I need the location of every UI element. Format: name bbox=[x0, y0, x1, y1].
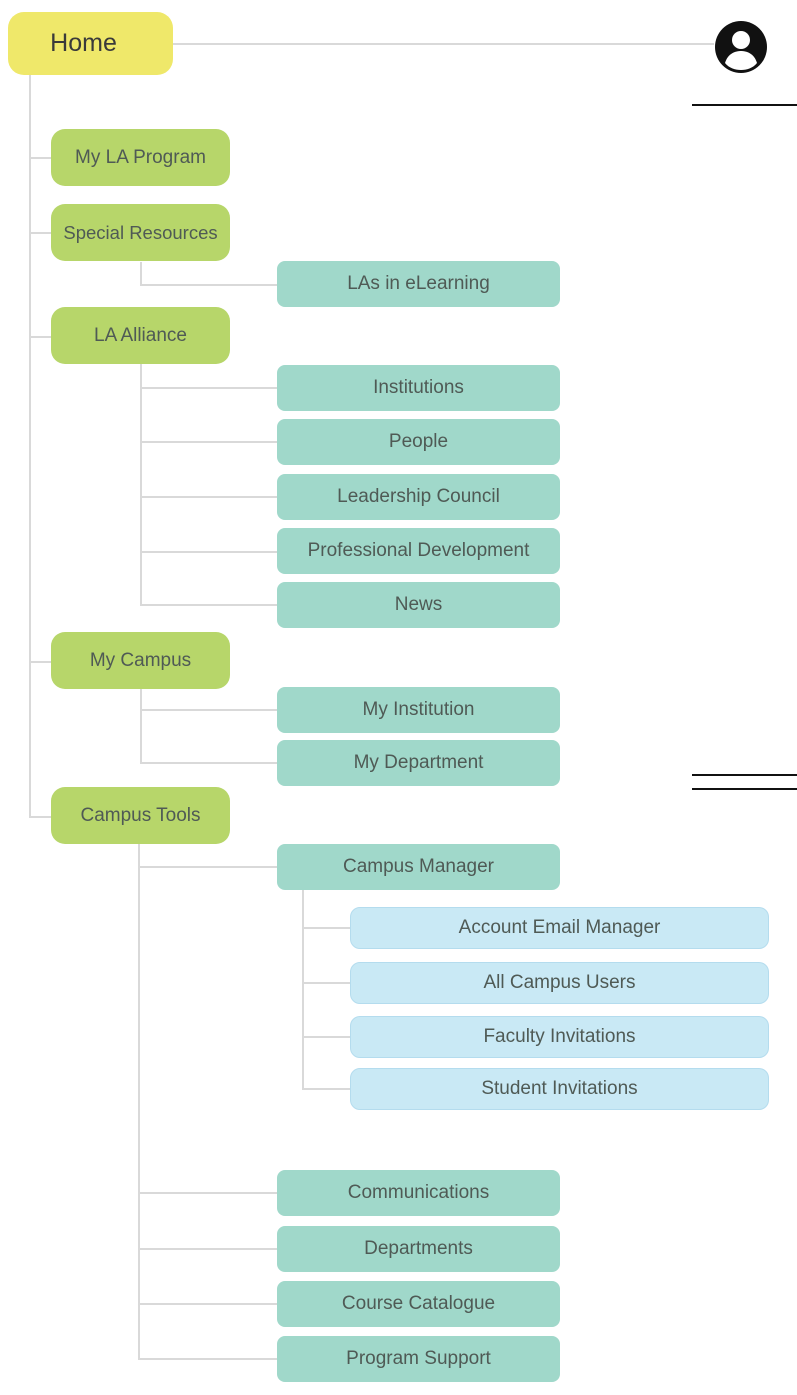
branch-la-alliance bbox=[29, 336, 51, 338]
nav-student-invitations[interactable]: Student Invitations bbox=[350, 1068, 769, 1110]
home-button[interactable]: Home bbox=[8, 12, 173, 75]
nav-people[interactable]: People bbox=[277, 419, 560, 465]
nav-campus-tools[interactable]: Campus Tools bbox=[51, 787, 230, 844]
divider-double-a bbox=[692, 774, 797, 776]
branch-special-resources bbox=[29, 232, 51, 234]
branch-institutions bbox=[140, 387, 277, 389]
nav-account-email-manager[interactable]: Account Email Manager bbox=[350, 907, 769, 949]
branch-faculty-invitations bbox=[302, 1036, 350, 1038]
branch-professional-development bbox=[140, 551, 277, 553]
nav-leadership-council[interactable]: Leadership Council bbox=[277, 474, 560, 520]
nav-professional-development[interactable]: Professional Development bbox=[277, 528, 560, 574]
nav-program-support[interactable]: Program Support bbox=[277, 1336, 560, 1382]
branch-campus-manager bbox=[138, 866, 277, 868]
campus-manager-trunk bbox=[302, 890, 304, 1089]
nav-news[interactable]: News bbox=[277, 582, 560, 628]
campus-tools-trunk bbox=[138, 844, 140, 1359]
nav-las-in-elearning[interactable]: LAs in eLearning bbox=[277, 261, 560, 307]
nav-all-campus-users[interactable]: All Campus Users bbox=[350, 962, 769, 1004]
nav-special-resources[interactable]: Special Resources bbox=[51, 204, 230, 261]
nav-my-department[interactable]: My Department bbox=[277, 740, 560, 786]
branch-leadership-council bbox=[140, 496, 277, 498]
nav-institutions[interactable]: Institutions bbox=[277, 365, 560, 411]
branch-program-support bbox=[138, 1358, 277, 1360]
nav-my-institution[interactable]: My Institution bbox=[277, 687, 560, 733]
branch-my-institution bbox=[140, 709, 277, 711]
my-campus-trunk bbox=[140, 687, 142, 763]
nav-campus-manager[interactable]: Campus Manager bbox=[277, 844, 560, 890]
branch-all-campus-users bbox=[302, 982, 350, 984]
nav-faculty-invitations[interactable]: Faculty Invitations bbox=[350, 1016, 769, 1058]
branch-news bbox=[140, 604, 277, 606]
nav-la-alliance[interactable]: LA Alliance bbox=[51, 307, 230, 364]
nav-departments[interactable]: Departments bbox=[277, 1226, 560, 1272]
branch-student-invitations bbox=[302, 1088, 350, 1090]
home-trunk bbox=[29, 75, 31, 817]
branch-departments bbox=[138, 1248, 277, 1250]
special-resources-trunk bbox=[140, 262, 142, 285]
divider-top bbox=[692, 104, 797, 106]
branch-campus-tools bbox=[29, 816, 51, 818]
branch-my-campus bbox=[29, 661, 51, 663]
nav-my-la-program[interactable]: My LA Program bbox=[51, 129, 230, 186]
branch-account-email-manager bbox=[302, 927, 350, 929]
branch-people bbox=[140, 441, 277, 443]
branch-my-la-program bbox=[29, 157, 51, 159]
divider-double-b bbox=[692, 788, 797, 790]
branch-course-catalogue bbox=[138, 1303, 277, 1305]
branch-my-department bbox=[140, 762, 277, 764]
home-connector bbox=[173, 43, 714, 45]
branch-communications bbox=[138, 1192, 277, 1194]
nav-course-catalogue[interactable]: Course Catalogue bbox=[277, 1281, 560, 1327]
branch-las-in-elearning bbox=[140, 284, 277, 286]
nav-my-campus[interactable]: My Campus bbox=[51, 632, 230, 689]
nav-communications[interactable]: Communications bbox=[277, 1170, 560, 1216]
la-alliance-trunk bbox=[140, 364, 142, 605]
account-circle-icon[interactable] bbox=[714, 20, 768, 74]
